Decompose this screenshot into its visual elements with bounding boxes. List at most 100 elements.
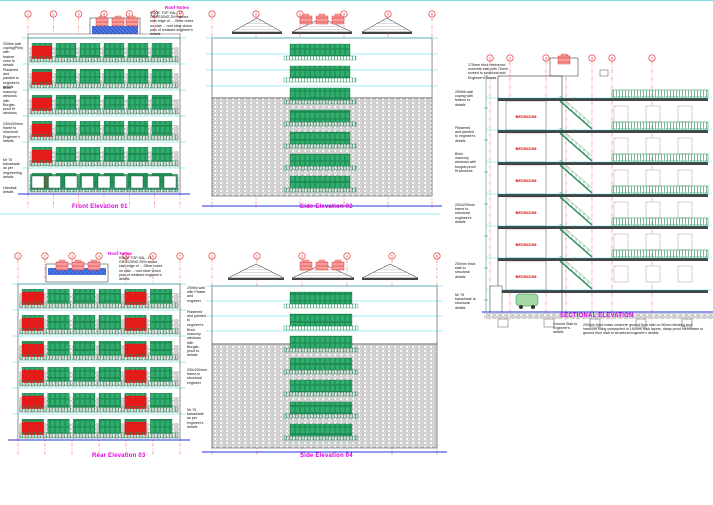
grid-bubble-label: 5 — [387, 12, 389, 16]
front-note-3: Brick masonry windows with Burglar-proof… — [3, 86, 17, 116]
water-tank-lid — [334, 259, 342, 263]
section-note-5: 200mm thick slab to structural details — [455, 262, 476, 279]
corridor-door — [645, 137, 661, 155]
water-tank — [331, 15, 345, 25]
balcony-rail — [283, 99, 357, 105]
window-stack — [289, 291, 353, 305]
corridor-door — [677, 105, 693, 123]
water-tank-lid — [560, 53, 568, 57]
balcony-rail — [19, 354, 179, 361]
window-panel — [73, 341, 96, 356]
foundation-footing — [589, 318, 601, 328]
roof-gable — [227, 263, 285, 279]
window-panel — [103, 147, 125, 162]
rear-roof-notes-heading: Roof Notes — [108, 251, 132, 256]
red-panel — [22, 395, 44, 409]
red-panel — [32, 45, 52, 59]
window-panel — [103, 121, 125, 136]
rear-note-3: Brick masonry windows with Burglar-proof… — [187, 328, 201, 358]
floor-slab — [498, 162, 708, 165]
grid-bubble-label: 2 — [255, 12, 257, 16]
window-panel — [73, 419, 96, 434]
balcony-rail — [283, 77, 357, 83]
window-panel — [127, 147, 149, 162]
window-panel — [151, 43, 173, 58]
foundation-footing — [635, 318, 647, 328]
window-panel — [47, 393, 70, 408]
grid-bubble-label: 3 — [299, 12, 301, 16]
front-elevation-title: Front Elevation 01 — [72, 204, 128, 210]
water-tank — [299, 15, 313, 25]
grid-bubble-label: 7 — [179, 254, 181, 258]
room-label: BEDROOM — [516, 274, 538, 279]
grid-bubble-label: 4 — [103, 12, 105, 16]
shop-door — [147, 175, 160, 189]
side-elevation-02-title: Side Elevation 02 — [300, 204, 353, 210]
section-note-2: Plastered and painted to engineer's deta… — [455, 126, 476, 143]
car-wheel — [531, 305, 535, 309]
window-panel — [103, 43, 125, 58]
water-tank-lid — [302, 13, 310, 17]
grid-bubble-label: 1 — [211, 254, 213, 258]
rear-note-5: Mr 75 balustrade as per engineer's detai… — [187, 408, 204, 429]
slab-callout: Ground Slab to Engineer's details — [553, 322, 578, 335]
corridor-rail — [611, 249, 709, 258]
corridor-door — [645, 265, 661, 283]
water-tank-lid — [318, 13, 326, 17]
balcony-rail — [19, 380, 179, 387]
water-tank — [95, 17, 109, 27]
grid-bubble-label: 1 — [211, 12, 213, 16]
foundation-footing — [543, 318, 555, 328]
corridor-door — [645, 201, 661, 219]
roof-eave — [232, 32, 282, 34]
window-stack — [289, 175, 351, 189]
grid-bubble-label: 2 — [52, 12, 54, 16]
section-note-6: Mr 75 balustrade to structural details — [455, 293, 476, 310]
entry-wall — [489, 285, 503, 313]
foundation-footing — [497, 318, 509, 328]
roof-eave — [292, 32, 352, 34]
window-panel — [79, 69, 101, 84]
corridor-door — [645, 105, 661, 123]
grid-bubble-label: 3 — [301, 254, 303, 258]
balcony-rail — [29, 108, 179, 115]
balcony-rail — [283, 369, 359, 375]
balcony-rail — [283, 347, 359, 353]
roof-eave — [228, 278, 284, 280]
window-panel — [127, 121, 149, 136]
red-panel — [32, 123, 52, 137]
red-panel — [124, 343, 147, 357]
balcony-rail — [283, 413, 359, 419]
balcony-rail — [283, 435, 359, 441]
rear-note-4: 200x200mm frame to structural engineer — [187, 368, 207, 385]
corridor-door — [613, 265, 629, 283]
window-panel — [55, 69, 77, 84]
balcony-rail — [283, 187, 357, 193]
grid-bubble-label: 3 — [71, 254, 73, 258]
corridor-door — [613, 105, 629, 123]
window-panel — [150, 367, 173, 382]
shop-door — [81, 175, 94, 189]
corridor-door — [677, 201, 693, 219]
balcony-rail — [29, 82, 179, 89]
balcony-rail — [283, 165, 357, 171]
window-stack — [289, 43, 351, 57]
window-panel — [150, 341, 173, 356]
window-stack — [289, 335, 353, 349]
water-tank — [111, 17, 125, 27]
window-stack — [289, 153, 351, 167]
window-panel — [151, 121, 173, 136]
room — [505, 260, 547, 291]
window-panel — [79, 121, 101, 136]
grid-bubble-label: 1 — [17, 254, 19, 258]
window-panel — [47, 367, 70, 382]
window-panel — [98, 341, 121, 356]
front-roof-notes-heading: Roof Notes — [165, 5, 189, 10]
window-stack — [289, 313, 353, 327]
grid-bubble-label: 6 — [436, 254, 438, 258]
shop-door — [48, 175, 61, 189]
window-panel — [151, 95, 173, 110]
